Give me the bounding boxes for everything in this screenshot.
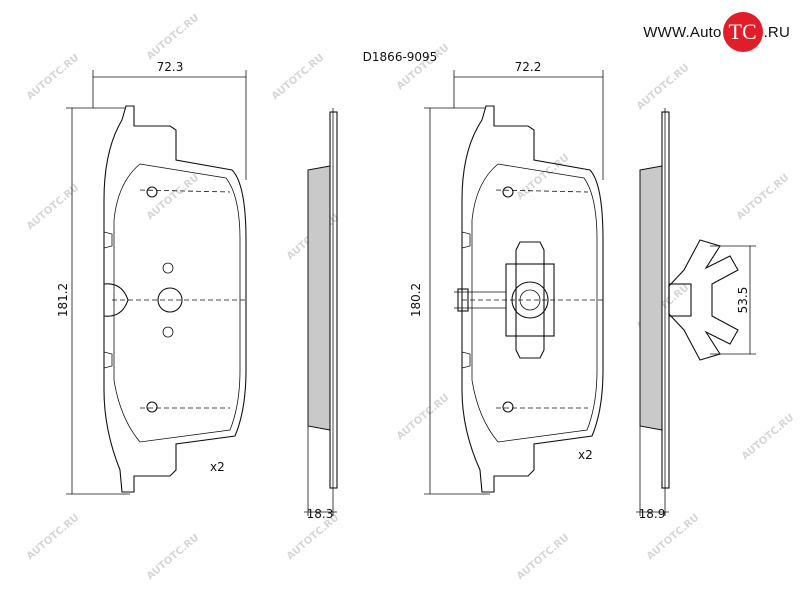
watermark-text: AUTOTC.RU	[25, 182, 82, 232]
clip-height-label: 53.5	[736, 287, 750, 314]
watermark-text: AUTOTC.RU	[740, 412, 797, 462]
watermark-text: AUTOTC.RU	[25, 52, 82, 102]
right-pad-side-view: 18.9 53.5	[636, 108, 756, 521]
part-number: D1866-9095	[363, 50, 438, 64]
site-logo[interactable]: WWW.Auto TC .RU	[643, 10, 790, 54]
watermark-text: AUTOTC.RU	[270, 52, 327, 102]
left-pad-width-label: 72.3	[157, 60, 184, 74]
watermark-text: AUTOTC.RU	[515, 152, 572, 202]
watermark-text: AUTOTC.RU	[145, 532, 202, 582]
logo-mark: TC	[722, 12, 763, 52]
watermark-text: AUTOTC.RU	[395, 392, 452, 442]
right-pad-thickness-label: 18.9	[639, 507, 666, 521]
right-pad-height-label: 180.2	[409, 283, 423, 317]
watermark-text: AUTOTC.RU	[145, 12, 202, 62]
right-pad-width-label: 72.2	[515, 60, 542, 74]
left-pad-height-label: 181.2	[56, 283, 70, 317]
watermark-text: AUTOTC.RU	[735, 172, 792, 222]
left-pad-qty-label: x2	[210, 460, 225, 474]
left-pad-side-view: 18.3	[304, 108, 338, 521]
logo-prefix: WWW.Auto	[643, 23, 722, 41]
right-pad-qty-label: x2	[578, 448, 593, 462]
watermark-text: AUTOTC.RU	[515, 532, 572, 582]
watermark-text: AUTOTC.RU	[635, 62, 692, 112]
right-pad-front-view: 72.2 180.2 x2	[409, 60, 604, 495]
logo-suffix: .RU	[763, 23, 790, 41]
left-pad-front-view: 72.3 181.2 x2	[56, 60, 247, 495]
watermark-text: AUTOTC.RU	[25, 512, 82, 562]
left-pad-thickness-label: 18.3	[307, 507, 334, 521]
